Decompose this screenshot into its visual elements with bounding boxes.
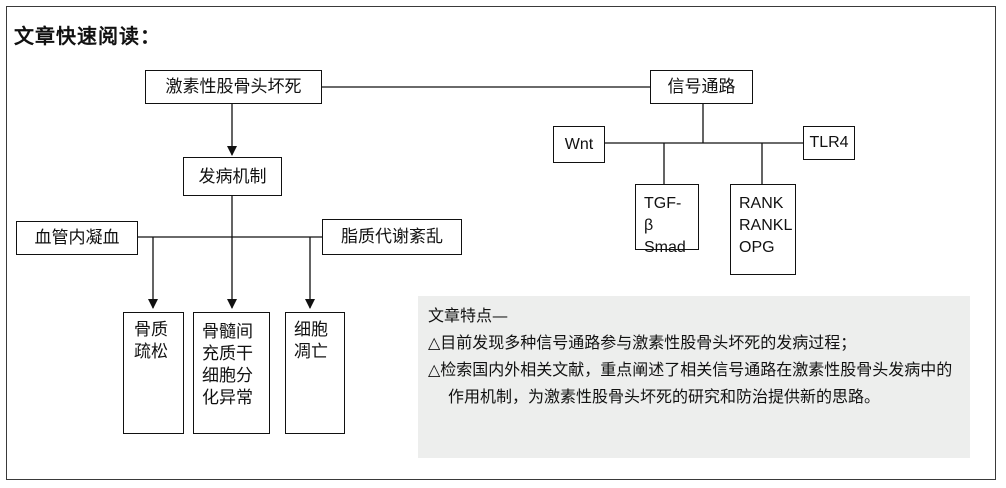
lipid-disorder-box: 脂质代谢紊乱 — [322, 219, 462, 255]
wnt-box: Wnt — [553, 126, 605, 163]
avascular-necrosis-box: 激素性股骨头坏死 — [145, 70, 322, 104]
osteoporosis-line: 骨质 — [134, 320, 168, 340]
page-title: 文章快速阅读： — [14, 24, 161, 48]
wnt-label: Wnt — [564, 135, 594, 153]
article-features-panel: 文章特点— △目前发现多种信号通路参与激素性股骨头坏死的发病过程； △检索国内外… — [418, 296, 970, 458]
rank-label: RANK — [739, 195, 784, 212]
figure-frame — [6, 6, 996, 480]
tlr4-box: TLR4 — [803, 126, 855, 160]
stem-cell-line: 骨髓间 — [202, 322, 253, 342]
intravascular-coagulation-label: 血管内凝血 — [34, 228, 120, 248]
stem-cell-abnormality-box: 骨髓间 充质干 细胞分 化异常 — [193, 312, 270, 434]
tgf-label: TGF-β — [644, 195, 682, 234]
signaling-pathways-label: 信号通路 — [667, 77, 736, 97]
cell-apoptosis-box: 细胞 凋亡 — [285, 312, 345, 434]
stem-cell-line: 充质干 — [202, 344, 253, 364]
pathogenesis-label: 发病机制 — [198, 166, 267, 187]
rankl-label: RANKL — [739, 217, 793, 234]
feature-item: △目前发现多种信号通路参与激素性股骨头坏死的发病过程； — [428, 333, 857, 352]
osteoporosis-box: 骨质 疏松 — [123, 312, 184, 434]
tlr4-label: TLR4 — [809, 134, 849, 151]
features-title: 文章特点— — [428, 306, 509, 325]
pathogenesis-box: 发病机制 — [183, 157, 282, 196]
osteoporosis-line: 疏松 — [134, 342, 168, 362]
stem-cell-line: 细胞分 — [202, 366, 253, 386]
stem-cell-line: 化异常 — [202, 388, 253, 408]
cell-apoptosis-line: 凋亡 — [294, 342, 328, 362]
intravascular-coagulation-box: 血管内凝血 — [16, 221, 138, 255]
lipid-disorder-label: 脂质代谢紊乱 — [341, 227, 443, 247]
feature-item: △检索国内外相关文献，重点阐述了相关信号通路在激素性股骨头发病中的作用机制，为激… — [428, 360, 953, 406]
rank-group-box: RANK RANKL OPG — [730, 184, 796, 275]
smad-label: Smad — [644, 239, 686, 256]
opg-label: OPG — [739, 239, 775, 256]
tgf-smad-box: TGF-β Smad — [635, 184, 699, 256]
avascular-necrosis-label: 激素性股骨头坏死 — [165, 77, 302, 97]
signaling-pathways-box: 信号通路 — [650, 70, 753, 104]
cell-apoptosis-line: 细胞 — [294, 320, 328, 340]
